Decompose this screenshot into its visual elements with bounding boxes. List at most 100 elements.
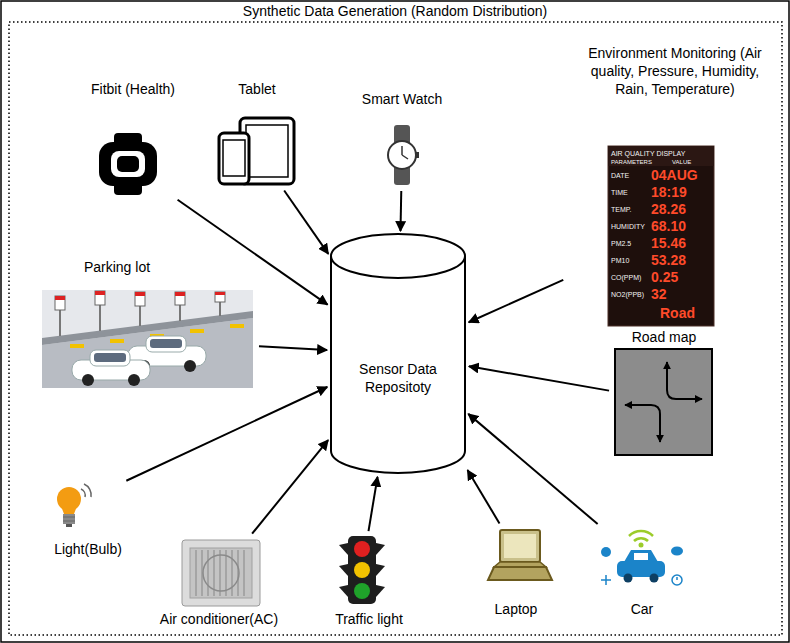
ac-fan (203, 555, 239, 591)
ac-grille (190, 548, 252, 598)
text-holder: Parking lot (52, 258, 182, 276)
sensor-node: Road map (612, 328, 718, 458)
watch-hands (402, 146, 408, 159)
fitbit-ring (111, 151, 145, 177)
data-flow-arrow (469, 366, 609, 390)
ac-case (182, 540, 260, 606)
text-holder: Air conditioner(AC) (130, 610, 308, 628)
display-reading: 53.28 (651, 253, 686, 267)
fitbit-screen (117, 156, 139, 172)
traffic-light-icon (339, 536, 385, 604)
text-holder: Light(Bulb) (36, 540, 140, 558)
light-housing (348, 536, 376, 604)
display-reading: 68.10 (651, 219, 686, 233)
cylinder-rim (331, 256, 465, 278)
display-reading: PARAMETERS (611, 159, 652, 165)
light-visor (339, 543, 348, 555)
air-quality-display-photo (608, 146, 714, 326)
cylinder-body (331, 234, 465, 473)
laptop-lid (500, 530, 540, 562)
wifi-dot (639, 543, 644, 548)
meter-post (99, 303, 101, 331)
car-cabin (90, 350, 130, 366)
text-holder: Car (590, 600, 694, 618)
display-reading: TEMP. (611, 206, 632, 213)
data-flow-arrow (399, 191, 402, 231)
car-window (94, 353, 126, 362)
cylinder-outline (330, 234, 466, 474)
meter-post (59, 308, 61, 336)
display-reading: DATE (611, 172, 629, 179)
car-roof (624, 550, 658, 562)
car-wheel (650, 574, 659, 583)
data-flow-arrow (469, 280, 564, 322)
device-label: Smart Watch (340, 90, 464, 108)
watch-face (388, 141, 416, 169)
road-map-icon (615, 349, 712, 455)
car-wheel (624, 574, 633, 583)
data-flow-arrow (126, 387, 327, 481)
green-lamp (354, 583, 370, 599)
data-flow-arrow (259, 346, 327, 350)
text-holder: Sensor Data Repositoty (338, 360, 458, 396)
device-node: Traffic light (322, 534, 418, 630)
diagram-title: Synthetic Data Generation (Random Distri… (0, 3, 790, 20)
wifi-arcs (81, 484, 91, 497)
text-holder: Environment Monitoring (Air quality, Pre… (580, 44, 770, 98)
tablet-icon (219, 118, 294, 184)
road-map-square (615, 349, 712, 455)
data-flow-arrow (252, 440, 328, 534)
car-wheel (184, 360, 196, 372)
car-wheel (128, 374, 140, 386)
device-label: Traffic light (322, 610, 416, 628)
data-flow-arrow (468, 470, 500, 523)
meter-top (175, 292, 185, 296)
bulb-tip (66, 524, 72, 527)
repository-label: Sensor Data Repositoty (338, 360, 458, 396)
display-reading: Road (660, 306, 695, 320)
fitbit-body (99, 142, 157, 186)
device-label: Light(Bulb) (36, 540, 140, 558)
device-node: Car (590, 526, 696, 620)
device-label: Parking lot (52, 258, 182, 276)
device-node: Tablet (212, 80, 304, 188)
car-window (634, 553, 648, 560)
car-wheel (82, 374, 94, 386)
data-flow-arrow (178, 200, 328, 305)
display-reading: 28.26 (651, 202, 686, 216)
device-label: Car (590, 600, 694, 618)
device-node: Air conditioner(AC) (130, 536, 310, 630)
light-visor (376, 564, 385, 576)
display-header (608, 146, 714, 166)
device-label: Fitbit (Health) (66, 80, 200, 98)
display-reading: VALUE (672, 159, 691, 165)
meter-top (215, 292, 225, 295)
laptop-base (488, 567, 552, 580)
data-flow-arrow (368, 477, 377, 531)
display-reading: 04AUG (651, 168, 698, 182)
info-dot (601, 547, 611, 557)
air-conditioner-icon (182, 540, 260, 606)
device-label: Tablet (212, 80, 302, 98)
display-reading: 15.46 (651, 236, 686, 250)
display-panel (608, 146, 714, 326)
position-cross (601, 575, 611, 585)
meter-top (55, 296, 65, 300)
stopwatch (672, 575, 682, 585)
display-reading: CO(PPM) (611, 274, 641, 281)
repository-cylinder: Sensor Data Repositoty (330, 234, 466, 474)
device-label: Air conditioner(AC) (130, 610, 308, 628)
bulb-base (63, 514, 75, 524)
device-node: Fitbit (Health) (66, 80, 202, 198)
road-arrow (667, 362, 702, 399)
device-label: Road map (612, 328, 716, 346)
meter-top (135, 292, 145, 296)
car-window (150, 339, 182, 348)
tablet-screen (246, 125, 288, 177)
text-holder: Road map (612, 328, 716, 346)
wheel-stop (230, 324, 244, 328)
wheel-stop (70, 344, 84, 348)
light-visor (339, 564, 348, 576)
